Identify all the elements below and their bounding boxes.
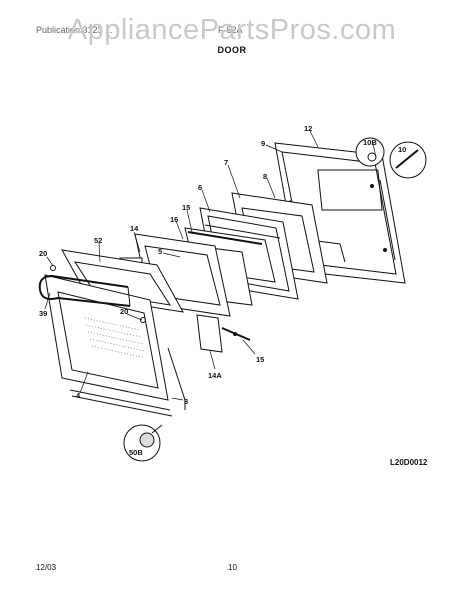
callout-50b: 50B bbox=[129, 448, 143, 457]
callout-16: 16 bbox=[170, 215, 178, 224]
page-title: DOOR bbox=[217, 45, 247, 55]
watermark: AppliancePartsPros.com bbox=[67, 14, 397, 46]
outer-door-panel-part bbox=[44, 249, 186, 417]
callout-6: 6 bbox=[198, 183, 202, 192]
diagram-code: L20D0012 bbox=[390, 458, 428, 467]
callout-8: 8 bbox=[263, 172, 267, 181]
callout-15-top: 15 bbox=[182, 203, 190, 212]
model-header: Publication 3123 ... bbox=[36, 25, 113, 35]
callout-20-mid: 20 bbox=[120, 307, 128, 316]
callout-39: 39 bbox=[39, 309, 47, 318]
callout-10: 10 bbox=[398, 145, 406, 154]
small-panel-part bbox=[196, 314, 223, 353]
callout-9: 9 bbox=[261, 139, 265, 148]
callout-14a: 14A bbox=[208, 371, 222, 380]
detail-circle-10b bbox=[355, 137, 385, 167]
door-handle-part bbox=[38, 274, 131, 307]
callout-14: 14 bbox=[130, 224, 139, 233]
footer-date: 12/03 bbox=[36, 563, 57, 572]
callout-4: 4 bbox=[76, 391, 81, 400]
section-code: F-52A bbox=[218, 25, 243, 35]
callout-10b: 10B bbox=[363, 138, 377, 147]
callout-52: 52 bbox=[94, 236, 102, 245]
leader-lines bbox=[44, 130, 377, 401]
callout-3: 3 bbox=[184, 397, 188, 406]
callout-5: 5 bbox=[158, 247, 162, 256]
callout-7: 7 bbox=[224, 158, 228, 167]
page-number: 10 bbox=[228, 563, 237, 572]
detail-circle-10 bbox=[389, 141, 427, 179]
callout-15-bottom: 15 bbox=[256, 355, 264, 364]
lower-bracket-part bbox=[221, 327, 251, 341]
detail-circle-50b bbox=[123, 424, 163, 462]
callout-20-top: 20 bbox=[39, 249, 47, 258]
callout-12: 12 bbox=[304, 124, 312, 133]
